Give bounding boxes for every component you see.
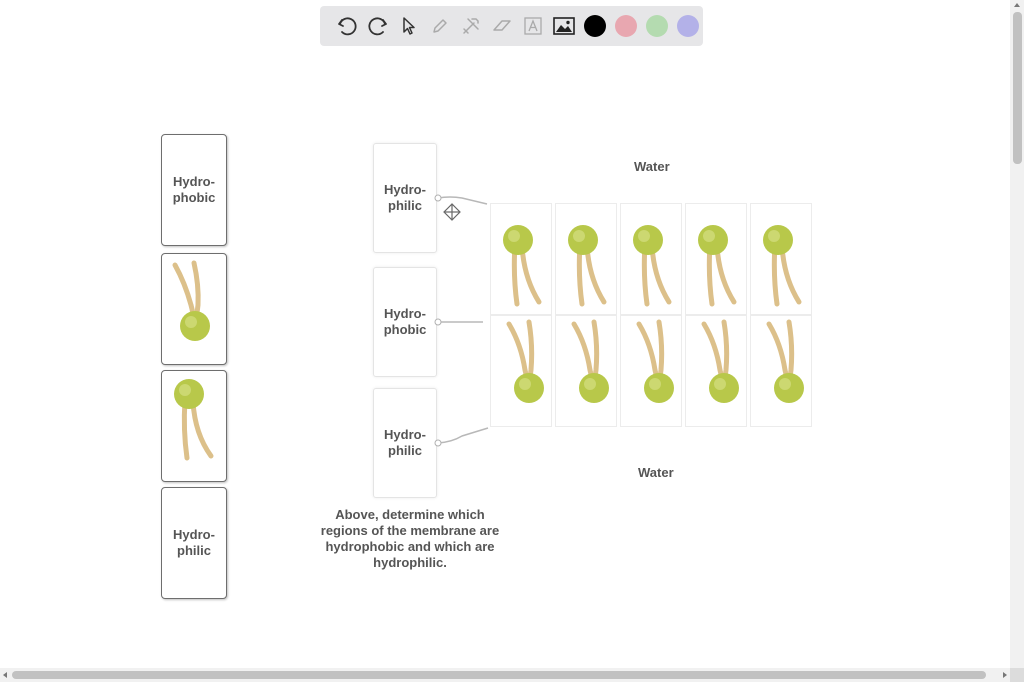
phospholipid-lower: [555, 315, 617, 427]
whiteboard-canvas[interactable]: Hydro- phobic Hydro- philic Hydro- phili…: [0, 0, 1010, 668]
redo-icon: [368, 17, 388, 36]
phospholipid-card-head-up[interactable]: [161, 370, 227, 482]
drop-label-text: Hydro- phobic: [383, 306, 427, 337]
horizontal-scrollbar[interactable]: [0, 668, 1010, 682]
phospholipid-card-head-down[interactable]: [161, 253, 227, 365]
undo-icon: [338, 17, 357, 36]
scroll-right-icon[interactable]: [1003, 672, 1007, 678]
phospholipid-icon: [701, 319, 739, 403]
scroll-up-icon[interactable]: [1014, 3, 1020, 7]
tools-icon: [463, 18, 479, 34]
color-swatch: [614, 15, 637, 37]
phospholipid-upper: [620, 203, 682, 315]
phospholipid-upper: [490, 203, 552, 315]
vertical-scrollbar[interactable]: [1010, 0, 1024, 668]
label-card-hydrophilic[interactable]: Hydro- philic: [161, 487, 227, 599]
color-black-button[interactable]: [579, 6, 610, 46]
image-icon: [553, 17, 575, 35]
phospholipid-icon: [763, 225, 802, 307]
phospholipid-icon: [506, 319, 544, 403]
color-swatch: [645, 15, 668, 37]
phospholipid-upper: [750, 203, 812, 315]
phospholipid-lower: [620, 315, 682, 427]
horizontal-scroll-thumb[interactable]: [12, 671, 986, 679]
phospholipid-icon: [698, 225, 737, 307]
label-card-text: Hydro- phobic: [172, 174, 216, 205]
phospholipid-lower: [490, 315, 552, 427]
phospholipid-head-down-icon: [172, 260, 210, 341]
eraser-button[interactable]: [487, 6, 518, 46]
drop-label-text: Hydro- philic: [384, 427, 426, 458]
drop-label-middle[interactable]: Hydro- phobic: [373, 267, 437, 377]
text-icon: [524, 17, 542, 35]
phospholipid-icon: [571, 319, 609, 403]
redo-button[interactable]: [363, 6, 394, 46]
pen-icon: [433, 19, 447, 33]
phospholipid-icon: [568, 225, 607, 307]
color-pink-button[interactable]: [610, 6, 641, 46]
scrollbar-corner: [1010, 668, 1024, 682]
drop-label-text: Hydro- philic: [384, 182, 426, 213]
pointer-icon: [403, 17, 416, 35]
phospholipid-head-up-icon: [174, 379, 214, 461]
drop-label-upper[interactable]: Hydro- philic: [373, 143, 437, 253]
color-green-button[interactable]: [641, 6, 672, 46]
tools-button[interactable]: [456, 6, 487, 46]
eraser-icon: [493, 20, 511, 31]
color-swatch: [583, 15, 606, 37]
phospholipid-icon: [633, 225, 672, 307]
drawing-toolbar: [320, 6, 703, 46]
phospholipid-upper: [685, 203, 747, 315]
phospholipid-icon: [766, 319, 804, 403]
text-button[interactable]: [518, 6, 549, 46]
phospholipid-icon: [503, 225, 542, 307]
color-purple-button[interactable]: [672, 6, 703, 46]
membrane-bilayer: [490, 203, 815, 427]
pointer-button[interactable]: [394, 6, 425, 46]
vertical-scroll-thumb[interactable]: [1013, 12, 1022, 164]
undo-button[interactable]: [332, 6, 363, 46]
phospholipid-lower: [685, 315, 747, 427]
water-label-top: Water: [634, 159, 670, 174]
pen-button[interactable]: [425, 6, 456, 46]
label-card-hydrophobic[interactable]: Hydro- phobic: [161, 134, 227, 246]
label-card-text: Hydro- philic: [173, 527, 215, 558]
phospholipid-icon: [636, 319, 674, 403]
instruction-caption: Above, determine which regions of the me…: [320, 507, 500, 570]
color-swatch: [676, 15, 699, 37]
drop-label-lower[interactable]: Hydro- philic: [373, 388, 437, 498]
phospholipid-lower: [750, 315, 812, 427]
image-button[interactable]: [548, 6, 579, 46]
phospholipid-upper: [555, 203, 617, 315]
water-label-bottom: Water: [638, 465, 674, 480]
scroll-left-icon[interactable]: [3, 672, 7, 678]
